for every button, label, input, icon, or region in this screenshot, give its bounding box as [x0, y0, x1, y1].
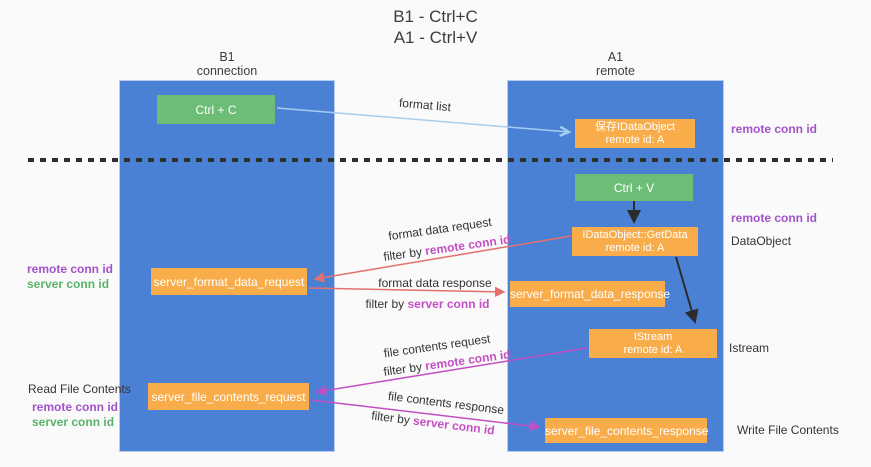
node-idataobject-getdata: IDataObject::GetData remote id: A [572, 227, 698, 256]
phase-separator-dashed-line [28, 158, 833, 162]
node-format-request-label: server_format_data_request [153, 274, 305, 289]
node-save-idataobject: 保存IDataObject remote id: A [575, 119, 695, 148]
right-label-istream: Istream [729, 341, 770, 355]
node-istream-line2: remote id: A [623, 343, 683, 356]
node-file-request-label: server_file_contents_request [151, 389, 306, 404]
node-istream-line1: IStream [633, 330, 673, 343]
lifeline-b1-role: connection [196, 64, 258, 78]
node-getdata-line1: IDataObject::GetData [582, 228, 688, 241]
node-ctrl-v: Ctrl + V [575, 174, 693, 201]
node-save-idataobject-line1: 保存IDataObject [594, 120, 676, 133]
lifeline-b1-name: B1 [219, 50, 235, 64]
filter-emph-server-2: server conn id [412, 413, 496, 438]
lifeline-a1-name: A1 [607, 50, 624, 64]
node-server-format-data-response: server_format_data_response [510, 281, 671, 307]
title-line-2: A1 - Ctrl+V [393, 28, 478, 47]
title-line-1: B1 - Ctrl+C [393, 7, 478, 26]
node-getdata-line2: remote id: A [605, 241, 665, 254]
node-ctrl-c: Ctrl + C [157, 95, 275, 124]
node-server-file-contents-request: server_file_contents_request [148, 383, 309, 410]
node-format-response-label: server_format_data_response [510, 287, 671, 301]
left-label-server-conn-id-1: server conn id [27, 277, 110, 291]
node-save-idataobject-line2: remote id: A [605, 133, 665, 146]
filter-emph-server-1: server conn id [407, 297, 490, 311]
lifeline-header-a1: A1 remote [507, 50, 724, 78]
filter-prefix-4: filter by [370, 408, 414, 428]
right-label-remote-conn-id-1: remote conn id [731, 122, 818, 136]
filter-prefix-3: filter by [382, 359, 427, 379]
node-ctrl-v-label: Ctrl + V [613, 180, 655, 195]
right-label-remote-conn-id-2: remote conn id [731, 211, 818, 225]
lifeline-header-b1: B1 connection [119, 50, 335, 78]
edge-label-format-list: format list [398, 95, 452, 115]
node-file-response-label: server_file_contents_response [545, 423, 709, 438]
node-server-format-data-request: server_format_data_request [151, 268, 307, 295]
node-ctrl-c-label: Ctrl + C [195, 102, 237, 117]
lifeline-a1-role: remote [596, 64, 635, 78]
left-label-server-conn-id-2: server conn id [32, 415, 115, 429]
node-istream: IStream remote id: A [589, 329, 717, 358]
left-label-remote-conn-id-2: remote conn id [32, 400, 119, 414]
diagram-title: B1 - Ctrl+C A1 - Ctrl+V [0, 6, 871, 48]
filter-prefix-1: filter by [382, 244, 427, 264]
edge-label-filter-server-1: filter by server conn id [355, 297, 500, 311]
filter-prefix-2: filter by [365, 297, 408, 311]
left-label-read-file-contents: Read File Contents [28, 382, 131, 396]
left-label-remote-conn-id-1: remote conn id [27, 262, 114, 276]
edge-label-format-data-response: format data response [378, 276, 492, 290]
node-server-file-contents-response: server_file_contents_response [545, 418, 709, 443]
right-label-write-file-contents: Write File Contents [737, 423, 839, 437]
right-label-dataobject: DataObject [731, 234, 792, 248]
